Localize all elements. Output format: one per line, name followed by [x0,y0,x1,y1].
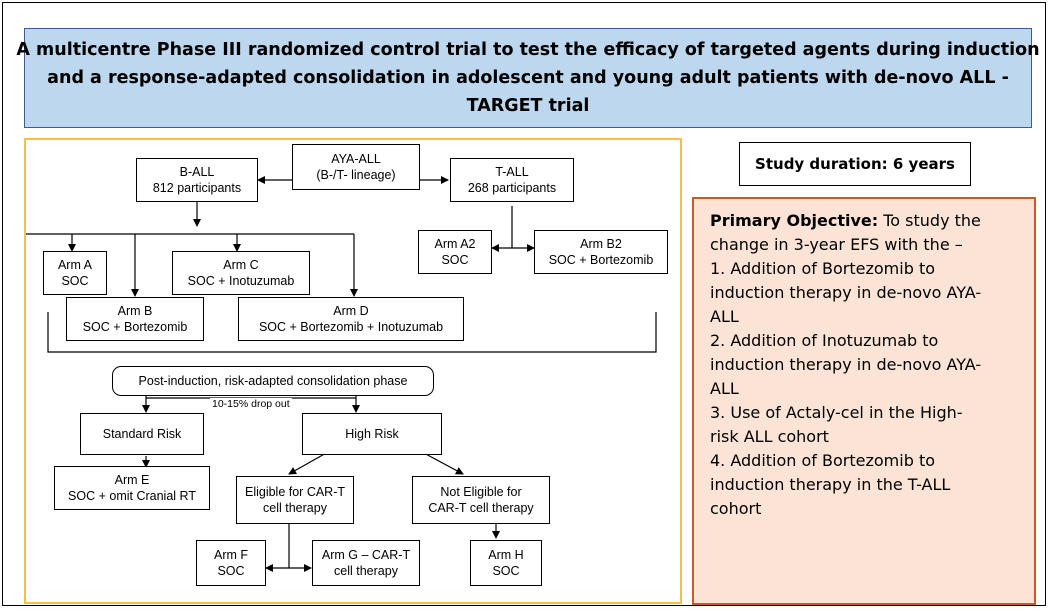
standard-risk-box: Standard Risk [80,413,204,455]
arm-e-box: Arm E SOC + omit Cranial RT [54,466,210,510]
objective-line: risk ALL cohort [710,427,829,446]
arm-f-treatment: SOC [217,564,245,578]
trial-title-banner: A multicentre Phase III randomized contr… [16,28,1040,128]
arm-d-box: Arm D SOC + Bortezomib + Inotuzumab [238,297,464,341]
arm-a2-box: Arm A2 SOC [418,230,492,274]
arm-c-box: Arm C SOC + Inotuzumab [172,251,310,295]
arm-d-label: Arm D [333,304,369,318]
arm-f-label: Arm F [213,548,249,562]
arm-e-label: Arm E [114,473,150,487]
objective-line: 3. Use of Actaly-cel in the High- [710,403,963,422]
objective-line: change in 3-year EFS with the – [710,235,963,254]
objective-line: induction therapy in de-novo AYA- [710,283,982,302]
objective-line: 2. Addition of Inotuzumab to [710,331,939,350]
arm-a2-treatment: SOC [441,253,469,267]
arm-b2-box: Arm B2 SOC + Bortezomib [534,230,668,274]
standard-risk-label: Standard Risk [102,427,182,441]
objective-first-line: Primary Objective: To study the [710,209,1022,233]
aya-lineage-label: (B-/T- lineage) [316,168,396,182]
arm-h-box: Arm H SOC [470,540,542,586]
title-line-3: TARGET trial [466,96,590,116]
eligible-line-1: Eligible for CAR-T [244,485,346,499]
arm-a2-label: Arm A2 [434,237,476,251]
arm-f-box: Arm F SOC [196,540,266,586]
eligible-line-2: cell therapy [263,501,327,515]
arm-a-label: Arm A [57,258,93,272]
to-eligible-arrow [288,451,329,475]
aya-all-box: AYA-ALL (B-/T- lineage) [292,144,420,190]
tall-participants: 268 participants [467,181,557,195]
title-line-2: and a response-adapted consolidation in … [47,68,1009,88]
objective-line: To study the [878,211,981,230]
arm-c-treatment: SOC + Inotuzumab [187,274,295,288]
tall-box: T-ALL 268 participants [450,158,574,202]
arm-b2-label: Arm B2 [580,237,622,251]
objective-line: induction therapy in de-novo AYA- [710,355,982,374]
eligible-cart-box: Eligible for CAR-T cell therapy [236,476,354,524]
arm-a-box: Arm A SOC [43,251,107,295]
to-noteligible-arrow [421,451,464,475]
flowchart-connectors [26,176,657,572]
title-line-1: A multicentre Phase III randomized contr… [16,40,1040,60]
arm-e-treatment: SOC + omit Cranial RT [68,489,196,503]
objective-line: induction therapy in the T-ALL [710,475,951,494]
objective-line: ALL [710,379,739,398]
arm-b-box: Arm B SOC + Bortezomib [66,297,204,341]
arm-g-treatment: cell therapy [334,564,398,578]
tall-label: T-ALL [495,165,529,179]
ball-participants: 812 participants [152,181,242,195]
ball-box: B-ALL 812 participants [136,158,258,202]
study-duration-label: Study duration: 6 years [755,155,955,173]
primary-objective-box: Primary Objective: To study the change i… [692,197,1036,605]
arm-c-label: Arm C [223,258,259,272]
objective-line: 4. Addition of Bortezomib to [710,451,935,470]
objective-line: 1. Addition of Bortezomib to [710,259,935,278]
consolidation-phase-box: Post-induction, risk-adapted consolidati… [112,366,434,396]
ball-label: B-ALL [179,165,215,179]
objective-heading: Primary Objective: [710,211,879,230]
objective-line: cohort [710,499,762,518]
arm-a-treatment: SOC [61,274,89,288]
consolidation-label: Post-induction, risk-adapted consolidati… [138,374,408,388]
high-risk-label: High Risk [345,427,399,441]
arms-bracket [47,312,657,353]
not-eligible-line-1: Not Eligible for [440,485,522,499]
not-eligible-line-2: CAR-T cell therapy [428,501,534,515]
objective-line: ALL [710,307,739,326]
high-risk-box: High Risk [302,413,442,455]
trial-flowchart: AYA-ALL (B-/T- lineage) B-ALL 812 partic… [24,138,682,604]
arm-g-box: Arm G – CAR-T cell therapy [312,540,420,586]
arm-b2-treatment: SOC + Bortezomib [548,253,654,267]
arm-h-treatment: SOC [492,564,520,578]
dropout-label: 10-15% drop out [210,398,292,410]
arm-g-label: Arm G – CAR-T [321,548,411,562]
aya-all-label: AYA-ALL [331,152,381,166]
arm-d-treatment: SOC + Bortezomib + Inotuzumab [258,320,444,334]
arm-b-treatment: SOC + Bortezomib [82,320,188,334]
study-duration-box: Study duration: 6 years [739,142,971,186]
arm-h-label: Arm H [488,548,524,562]
not-eligible-cart-box: Not Eligible for CAR-T cell therapy [412,476,550,524]
arm-b-label: Arm B [117,304,153,318]
